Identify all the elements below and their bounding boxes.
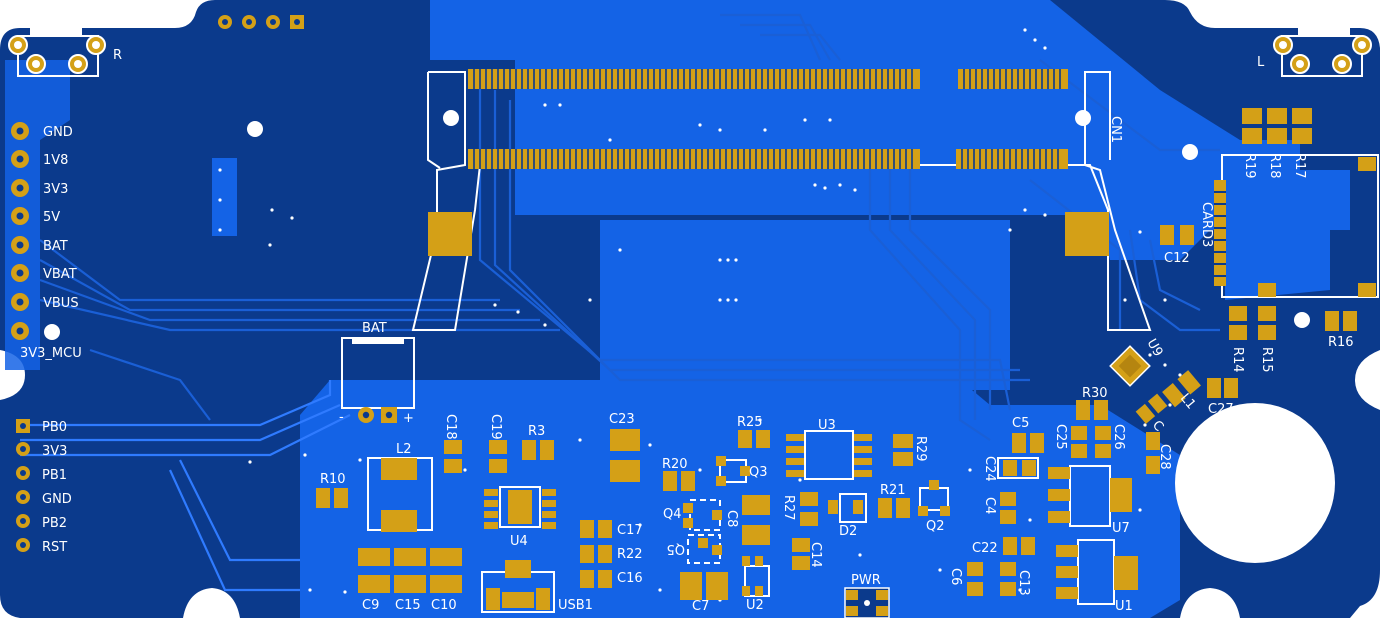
u3-outline xyxy=(804,430,854,480)
c22-label: C22 xyxy=(972,541,998,556)
q2-label: Q2 xyxy=(926,519,945,534)
debug-pin-rst: RST xyxy=(42,540,67,555)
c28-label: C28 xyxy=(1157,444,1172,470)
r30-label: R30 xyxy=(1082,386,1108,401)
copper-pour-mid xyxy=(600,220,1010,390)
c16-label: C16 xyxy=(617,571,643,586)
r20-label: R20 xyxy=(662,457,688,472)
power-pin-gnd: GND xyxy=(43,125,73,140)
cn1-mount-pad-right xyxy=(1065,212,1109,256)
q5-label: Q5 xyxy=(666,541,685,556)
u4-label: U4 xyxy=(510,534,528,549)
speaker-left-label: L xyxy=(1257,55,1265,70)
cn1-pad-row-top xyxy=(468,69,1068,89)
top-header xyxy=(218,15,304,29)
r15-label: R15 xyxy=(1259,347,1274,373)
debug-header-pads xyxy=(16,419,30,552)
r25-label: R25 xyxy=(737,415,763,430)
c25-label: C25 xyxy=(1053,424,1068,450)
c24-label: C24 xyxy=(982,456,997,482)
mounting-hole xyxy=(1175,403,1335,563)
r29-label: R29 xyxy=(913,436,928,462)
copper-pour-right xyxy=(1120,170,1350,300)
u9-chip xyxy=(1109,345,1151,387)
c23-label: C23 xyxy=(609,412,635,427)
cn1-label: CN1 xyxy=(1108,116,1123,143)
c27-label: C27 xyxy=(1208,402,1234,417)
c8-label: C8 xyxy=(724,510,739,527)
d2-label: D2 xyxy=(839,524,857,539)
debug-pin-3v3: 3V3 xyxy=(42,444,67,459)
power-pin-vbus: VBUS xyxy=(43,296,79,311)
q3-label: Q3 xyxy=(749,465,768,480)
r16-label: R16 xyxy=(1328,335,1354,350)
copper-pour-bottom xyxy=(300,380,1180,618)
usb1-label: USB1 xyxy=(558,598,593,613)
copper-strip xyxy=(212,158,237,236)
pwr-label: PWR xyxy=(851,573,881,588)
c9-label: C9 xyxy=(362,598,379,613)
card3-label: CARD3 xyxy=(1199,202,1214,247)
c6-label: C6 xyxy=(948,568,963,585)
bat-label: BAT xyxy=(362,321,387,336)
cn1-outline xyxy=(411,71,1152,331)
debug-pin-pb0: PB0 xyxy=(42,420,67,435)
power-pin-bat: BAT xyxy=(43,239,68,254)
vias xyxy=(44,28,1310,602)
debug-pin-pb1: PB1 xyxy=(42,468,67,483)
c7-label: C7 xyxy=(692,599,709,614)
card3-pins xyxy=(1214,180,1226,286)
c19-label: C19 xyxy=(488,414,503,440)
power-pin-5v: 5V xyxy=(43,210,60,225)
r14-label: R14 xyxy=(1230,347,1245,373)
c14-label: C14 xyxy=(808,542,823,568)
speaker-connector-left xyxy=(1273,28,1372,77)
r19-label: R19 xyxy=(1242,153,1257,179)
power-pin-3v3-mcu: 3V3_MCU xyxy=(20,346,82,361)
bat-minus-label: - xyxy=(339,410,344,425)
speaker-connector-right xyxy=(8,28,106,77)
r27-label: R27 xyxy=(781,495,796,521)
u3-label: U3 xyxy=(818,418,836,433)
c4-label: C4 xyxy=(982,497,997,514)
copper-pour-top xyxy=(430,0,1300,260)
debug-pin-pb2: PB2 xyxy=(42,516,67,531)
c13-label: C13 xyxy=(1016,570,1031,596)
r21-label: R21 xyxy=(880,483,906,498)
power-pin-1v8: 1V8 xyxy=(43,153,68,168)
c26-label: C26 xyxy=(1111,424,1126,450)
bat-plus-label: + xyxy=(403,411,414,426)
power-pin-vbat: VBAT xyxy=(43,267,77,282)
r10-label: R10 xyxy=(320,472,346,487)
debug-pin-gnd: GND xyxy=(42,492,72,507)
speaker-right-label: R xyxy=(113,48,122,63)
cn1-mount-pad-left xyxy=(428,212,472,256)
power-pin-3v3: 3V3 xyxy=(43,182,68,197)
resistor-r17-r19 xyxy=(1242,108,1312,144)
cn1-pad-gaps xyxy=(473,69,1061,169)
c17-label: C17 xyxy=(617,523,643,538)
u4-outline xyxy=(499,486,541,528)
c18-label: C18 xyxy=(443,414,458,440)
c5-label: C5 xyxy=(1012,416,1029,431)
r18-label: R18 xyxy=(1267,153,1282,179)
u2-label: U2 xyxy=(746,598,764,613)
r17-label: R17 xyxy=(1292,153,1307,179)
power-header-pads xyxy=(11,122,29,340)
r22-label: R22 xyxy=(617,547,643,562)
r3-label: R3 xyxy=(528,424,545,439)
c15-label: C15 xyxy=(395,598,421,613)
u1-label: U1 xyxy=(1115,599,1133,614)
c12-label: C12 xyxy=(1164,251,1190,266)
l2-label: L2 xyxy=(396,442,412,457)
q4-label: Q4 xyxy=(663,507,682,522)
c10-label: C10 xyxy=(431,598,457,613)
u7-label: U7 xyxy=(1112,521,1130,536)
